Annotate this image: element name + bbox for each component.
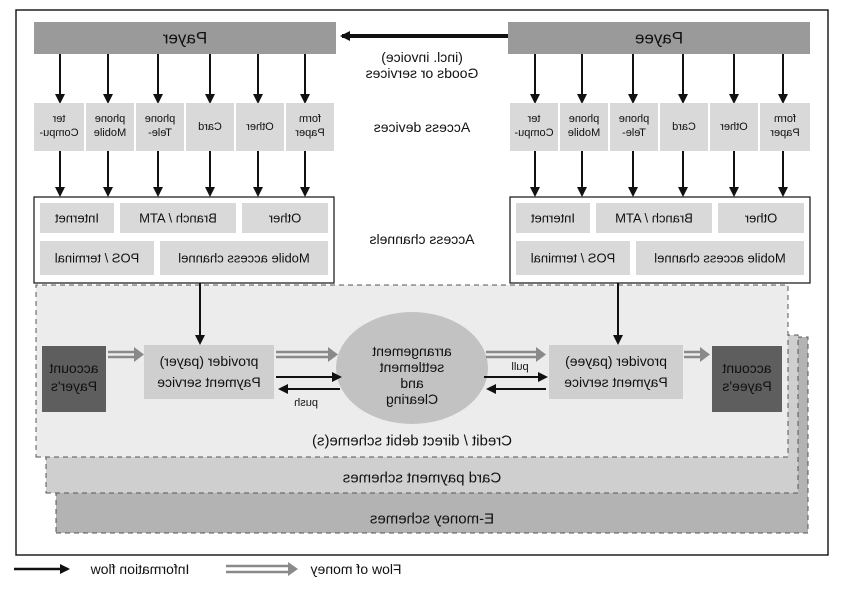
access-devices-label: Access devices: [374, 119, 470, 135]
payee-channel-internet: Internet: [531, 211, 575, 226]
payee-bar-arrows: [530, 54, 788, 104]
payee-device-2-line1: Mobile: [568, 127, 600, 139]
payer-device-3-line2: phone: [145, 113, 176, 125]
legend: Information flow Flow of money: [14, 561, 402, 577]
payee-channel-other: Other: [744, 211, 777, 226]
payer-access-devices: Compu- ter Mobile phone Tele- phone Card…: [34, 103, 334, 151]
payer-account-line1: Payer's: [51, 378, 97, 394]
clearing-line2: and: [400, 375, 423, 391]
payer-device-6-line1: Paper: [295, 127, 325, 139]
payee-device-4-line1: Card: [672, 121, 696, 133]
scheme-credit-debit-label: Credit / direct debit scheme(s): [312, 433, 512, 450]
payer-bar: [34, 22, 336, 54]
info-flow-arrows: [276, 372, 548, 394]
payee-psp-box: [549, 345, 683, 399]
payee-account-line2: account: [722, 360, 771, 376]
payee-psp-line1: Payment service: [564, 374, 668, 390]
payee-device-2-line2: phone: [569, 113, 600, 125]
payer-device-6-line2: form: [299, 113, 321, 125]
payee-device-3-line1: Tele-: [622, 127, 646, 139]
money-flow-arrows: [108, 347, 710, 362]
payee-device-arrows: [530, 151, 788, 197]
payee-account-box: [712, 346, 782, 412]
payer-device-1-line1: Compu-: [39, 127, 78, 139]
payee-device-6-line2: form: [774, 113, 796, 125]
goods-line1: Goods or services: [366, 65, 479, 81]
clearing-ellipse: [336, 312, 488, 424]
goods-line2: (incl. invoice): [381, 49, 463, 65]
payee-access-channels: Internet Branch / ATM Other POS / termin…: [509, 196, 811, 284]
payer-channel-mobile: Mobile access channel: [178, 251, 310, 266]
payee-device-6-line1: Paper: [770, 127, 800, 139]
payee-device-5-line1: Other: [720, 121, 748, 133]
push-label: push: [294, 397, 318, 409]
payee-access-devices: Compu- ter Mobile phone Tele- phone Card…: [510, 103, 810, 151]
payer-channel-internet: Internet: [55, 211, 99, 226]
payer-device-5-line1: Other: [246, 121, 274, 133]
payer-account-box: [42, 346, 106, 412]
payer-channel-branch: Branch / ATM: [139, 211, 217, 226]
scheme-emoney-label: E-money schemes: [370, 511, 494, 528]
payee-bar-label: Payee: [635, 29, 683, 48]
access-channels-label: Access channels: [369, 231, 474, 247]
payer-device-1-line2: ter: [52, 113, 65, 125]
legend-money-flow: Flow of money: [310, 561, 401, 577]
clearing-line3: settlement: [380, 359, 445, 375]
payer-access-channels: Internet Branch / ATM Other POS / termin…: [33, 196, 335, 284]
payer-account-line2: account: [49, 360, 98, 376]
payee-channel-branch: Branch / ATM: [615, 211, 693, 226]
payer-device-3-line1: Tele-: [148, 127, 172, 139]
payee-account-line1: Payee's: [722, 378, 771, 394]
clearing-line1: Clearing: [386, 391, 438, 407]
payer-device-2-line2: phone: [95, 113, 126, 125]
payer-psp-line1: Payment service: [157, 374, 261, 390]
clearing-line4: arrangement: [372, 343, 451, 359]
payee-device-1-line2: ter: [527, 113, 540, 125]
scheme-card-label: Card payment schemes: [343, 470, 501, 487]
payer-psp-box: [144, 345, 274, 399]
payee-channel-mobile: Mobile access channel: [654, 251, 786, 266]
payer-channel-pos: POS / terminal: [55, 251, 140, 266]
payer-channel-other: Other: [268, 211, 301, 226]
legend-information-flow: Information flow: [90, 561, 190, 577]
pull-label: pull: [511, 361, 528, 373]
payer-bar-arrows: [55, 54, 310, 104]
payee-psp-line2: provider (payee): [565, 353, 667, 369]
payer-device-4-line1: Card: [198, 121, 222, 133]
payee-channel-pos: POS / terminal: [531, 251, 616, 266]
payer-bar-label: Payer: [162, 29, 207, 48]
payer-psp-line2: provider (payer): [160, 353, 259, 369]
payee-device-1-line1: Compu-: [514, 127, 553, 139]
payer-device-2-line1: Mobile: [94, 127, 126, 139]
payee-bar: [508, 22, 810, 54]
payer-device-arrows: [55, 151, 310, 197]
payee-device-3-line2: phone: [619, 113, 650, 125]
